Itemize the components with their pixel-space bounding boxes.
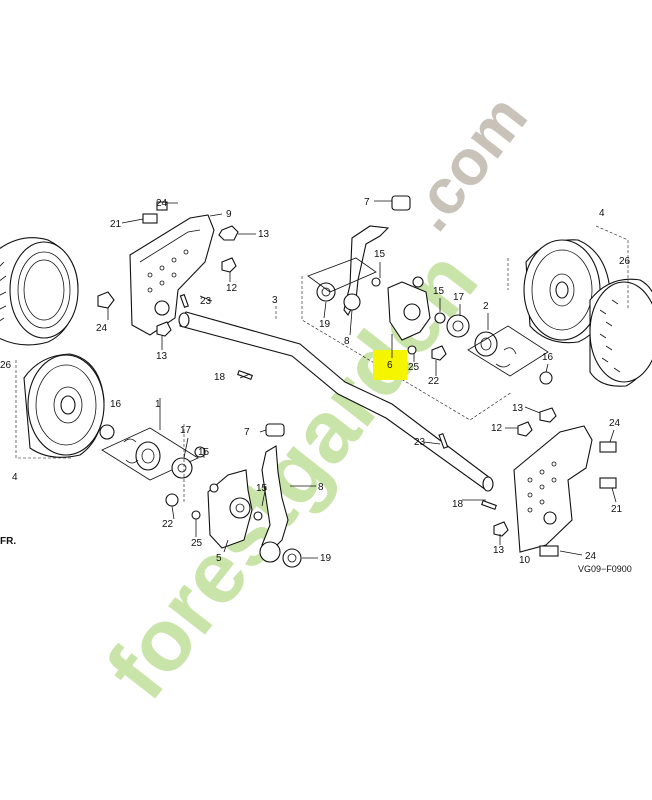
callout-24: 24 xyxy=(609,418,621,429)
leader-lines xyxy=(107,200,617,559)
callout-15: 15 xyxy=(374,249,386,260)
front-direction-marker: FR. xyxy=(0,536,16,547)
callout-8: 8 xyxy=(318,482,324,493)
callout-13: 13 xyxy=(512,403,524,414)
callout-12: 12 xyxy=(491,423,503,434)
left-upper-bracket xyxy=(97,201,239,337)
right-gear-assembly xyxy=(387,276,553,385)
callout-16: 16 xyxy=(542,352,554,363)
callout-22: 22 xyxy=(428,376,440,387)
callout-23: 23 xyxy=(200,296,212,307)
callout-15: 15 xyxy=(433,286,445,297)
left-lower-plate xyxy=(207,469,263,549)
callout-21: 21 xyxy=(110,219,122,230)
callout-17: 17 xyxy=(453,292,465,303)
callout-9: 9 xyxy=(226,209,232,220)
callout-26: 26 xyxy=(619,256,631,267)
left-gear-assembly xyxy=(99,424,206,520)
callout-19: 19 xyxy=(319,319,331,330)
callout-10: 10 xyxy=(519,555,531,566)
callout-17: 17 xyxy=(180,425,192,436)
callout-23: 23 xyxy=(414,437,426,448)
callout-3: 3 xyxy=(272,295,278,306)
callout-24: 24 xyxy=(156,198,168,209)
callout-24: 24 xyxy=(96,323,108,334)
callouts: 24 21 9 13 12 24 13 23 3 26 18 16 1 4 17… xyxy=(0,197,631,566)
right-upper-lever xyxy=(307,195,411,316)
callout-22: 22 xyxy=(162,519,174,530)
left-lever xyxy=(259,423,302,568)
callout-12: 12 xyxy=(226,283,238,294)
callout-21: 21 xyxy=(611,504,623,515)
right-tire-lower xyxy=(589,278,652,387)
callout-13: 13 xyxy=(493,545,505,556)
callout-7: 7 xyxy=(244,427,250,438)
right-lower-bracket xyxy=(493,407,617,557)
callout-13: 13 xyxy=(156,351,168,362)
callout-19: 19 xyxy=(320,553,332,564)
callout-26: 26 xyxy=(0,360,12,371)
watermark-domain: .com xyxy=(392,82,541,244)
highlight-part-6 xyxy=(373,350,407,380)
left-wheel-lower xyxy=(23,353,105,458)
callout-4: 4 xyxy=(599,208,605,219)
callout-1: 1 xyxy=(155,399,161,410)
callout-18: 18 xyxy=(452,499,464,510)
left-tire-upper xyxy=(0,237,79,346)
callout-7: 7 xyxy=(364,197,370,208)
callout-24: 24 xyxy=(585,551,597,562)
leader-frames xyxy=(15,225,629,504)
callout-4: 4 xyxy=(12,472,18,483)
callout-8: 8 xyxy=(344,336,350,347)
callout-18: 18 xyxy=(214,372,226,383)
callout-5: 5 xyxy=(216,553,222,564)
callout-16: 16 xyxy=(110,399,122,410)
axle xyxy=(178,293,497,510)
callout-15: 15 xyxy=(256,483,268,494)
reference-code: VG09−F0900 xyxy=(578,564,632,574)
callout-25: 25 xyxy=(408,362,420,373)
callout-13: 13 xyxy=(258,229,270,240)
callout-2: 2 xyxy=(483,301,489,312)
callout-6: 6 xyxy=(387,360,393,371)
right-wheel-upper xyxy=(523,239,611,344)
callout-25: 25 xyxy=(191,538,203,549)
